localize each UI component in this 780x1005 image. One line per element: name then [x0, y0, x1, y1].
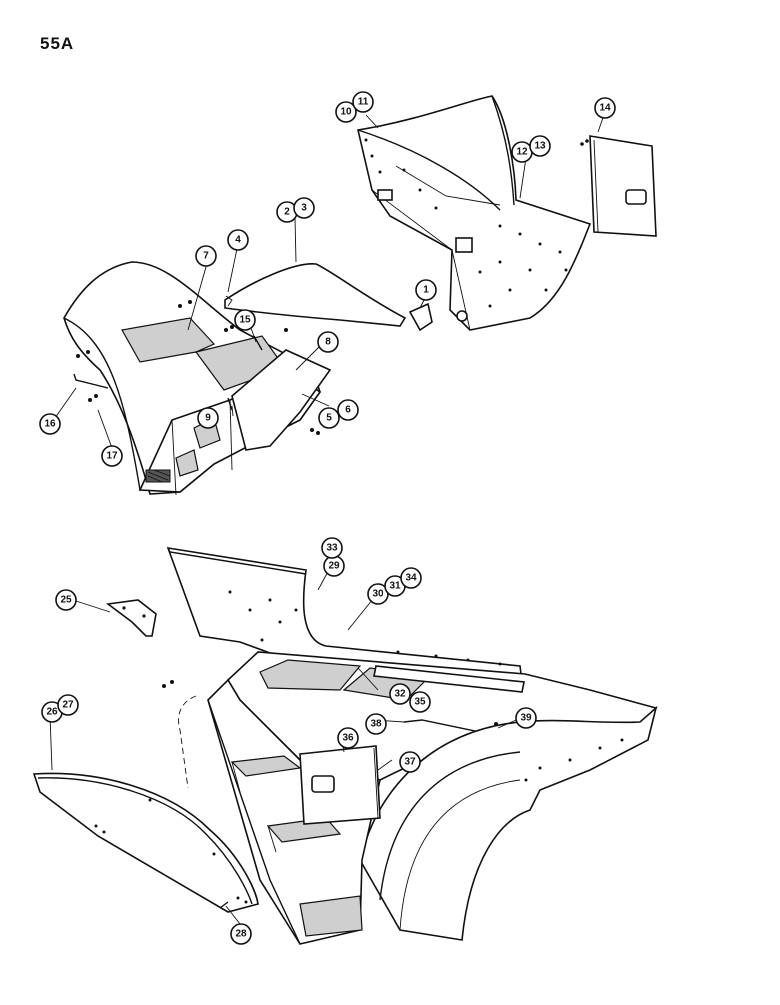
mount-bracket-a: [377, 189, 393, 201]
callout-27: 27: [57, 694, 79, 716]
callout-26: 26: [41, 701, 63, 723]
callout-35: 35: [409, 691, 431, 713]
rivet-pattern-bottom: [228, 590, 624, 782]
callouts: 1 2 3 4 5 6 7 8 9 10 11 12 13 14 15 16 1…: [39, 91, 616, 945]
rod-16: [73, 373, 109, 389]
svg-text:5: 5: [326, 413, 332, 424]
svg-text:7: 7: [203, 251, 209, 262]
svg-text:33: 33: [326, 543, 338, 554]
callout-34: 34: [400, 567, 422, 589]
door-36-37: [299, 745, 381, 825]
callout-1: 1: [415, 279, 437, 301]
callout-10: 10: [335, 101, 357, 123]
rail: [373, 665, 525, 693]
mount-bracket-b: [455, 237, 473, 253]
bracket-1: [408, 302, 433, 332]
callout-9: 9: [197, 407, 219, 429]
svg-text:17: 17: [106, 451, 118, 462]
right-fender-assembly: [166, 546, 658, 945]
screw-9: [227, 397, 233, 411]
callout-5: 5: [318, 407, 340, 429]
callout-38: 38: [365, 713, 387, 735]
deck-panel-30: [259, 659, 362, 691]
platform-panel-7: [121, 317, 216, 363]
svg-text:31: 31: [389, 581, 401, 592]
svg-text:36: 36: [342, 733, 354, 744]
page-number: 55A: [40, 34, 75, 53]
svg-text:29: 29: [328, 561, 340, 572]
callout-2: 2: [276, 201, 298, 223]
fender-curve-line: [63, 317, 141, 491]
callout-33: 33: [321, 537, 343, 559]
rear-panel-5-6: [231, 349, 332, 451]
rear-fender-10-13: [357, 95, 592, 331]
rivet-pattern: [364, 138, 568, 308]
svg-text:28: 28: [235, 929, 247, 940]
screw-15: [253, 335, 263, 351]
svg-text:38: 38: [370, 719, 382, 730]
callout-13: 13: [529, 135, 551, 157]
svg-text:15: 15: [239, 315, 251, 326]
svg-text:14: 14: [599, 103, 611, 114]
door-handle: [625, 189, 647, 205]
svg-text:39: 39: [520, 713, 532, 724]
svg-text:8: 8: [325, 337, 331, 348]
svg-text:6: 6: [345, 405, 351, 416]
fender-shell: [357, 95, 592, 331]
callout-28: 28: [230, 923, 252, 945]
step-bottom: [299, 895, 363, 937]
fender-arch: [357, 129, 501, 211]
svg-text:25: 25: [60, 595, 72, 606]
door-panel-14: [580, 135, 657, 237]
cover-panel-2-3: [224, 263, 407, 327]
step-compartment: [207, 678, 381, 945]
svg-text:37: 37: [404, 757, 416, 768]
callout-29: 29: [323, 555, 345, 577]
step-lower: [175, 449, 199, 477]
callout-17: 17: [101, 445, 123, 467]
callout-16: 16: [39, 413, 61, 435]
callout-15: 15: [234, 309, 256, 331]
svg-text:4: 4: [235, 235, 241, 246]
callout-8: 8: [317, 331, 339, 353]
callout-7: 7: [195, 245, 217, 267]
callout-4: 4: [227, 229, 249, 251]
svg-text:34: 34: [405, 573, 417, 584]
svg-text:12: 12: [516, 147, 528, 158]
svg-text:9: 9: [205, 413, 211, 424]
svg-text:30: 30: [372, 589, 384, 600]
svg-text:13: 13: [534, 141, 546, 152]
svg-text:1: 1: [423, 285, 429, 296]
bracket-25: [105, 599, 157, 637]
door-latch: [311, 775, 335, 793]
callout-39: 39: [515, 707, 537, 729]
alignment-dashed-line: [178, 695, 197, 789]
callout-32: 32: [389, 683, 411, 705]
callout-25: 25: [55, 589, 77, 611]
svg-text:3: 3: [301, 203, 307, 214]
svg-text:32: 32: [394, 689, 406, 700]
callout-12: 12: [511, 141, 533, 163]
svg-text:26: 26: [46, 707, 58, 718]
svg-text:11: 11: [358, 97, 369, 108]
svg-text:16: 16: [44, 419, 56, 430]
fender-panel-26-27: [32, 772, 259, 913]
callout-14: 14: [594, 97, 616, 119]
svg-text:27: 27: [62, 700, 74, 711]
callout-11: 11: [352, 91, 374, 113]
svg-text:2: 2: [284, 207, 290, 218]
screw-28: [219, 901, 229, 909]
callout-3: 3: [293, 197, 315, 219]
callout-36: 36: [337, 727, 359, 749]
svg-text:10: 10: [340, 107, 352, 118]
callout-6: 6: [337, 399, 359, 421]
svg-text:35: 35: [414, 697, 426, 708]
callout-37: 37: [399, 751, 421, 773]
